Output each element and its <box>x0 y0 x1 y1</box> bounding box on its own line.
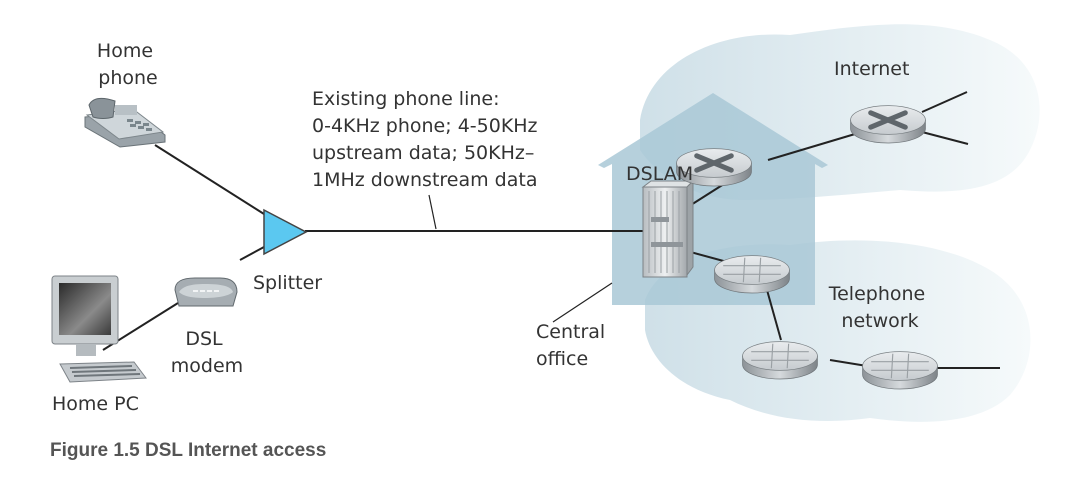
central-office-label: Central office <box>536 321 611 370</box>
central-office-label-pointer <box>552 282 613 323</box>
dslam-label: DSLAM <box>626 163 693 185</box>
telephone-switch-link-1 <box>766 289 782 341</box>
dsl-modem-icon <box>174 277 238 307</box>
figure-caption: Figure 1.5 DSL Internet access <box>50 440 327 461</box>
home-phone-icon <box>84 97 166 148</box>
phone-line-label-pointer <box>428 194 437 230</box>
internet-outbound-line-1 <box>921 91 968 113</box>
home-pc-label: Home PC <box>52 393 139 415</box>
dsl-modem-label: DSL modem <box>171 328 243 377</box>
internet-router-link <box>767 133 856 161</box>
home-pc-icon <box>51 275 147 383</box>
splitter-label: Splitter <box>253 272 322 294</box>
telephone-switch-icon-2 <box>861 351 939 390</box>
internet-label: Internet <box>834 58 909 80</box>
dslam-icon <box>641 179 695 278</box>
telephone-switch-link-2 <box>829 359 868 367</box>
splitter-icon <box>263 208 308 256</box>
phone-to-splitter-line <box>154 144 265 215</box>
home-phone-label: Home phone <box>97 40 159 89</box>
central-office-telephone-switch-icon <box>713 255 791 294</box>
phone-line-label: Existing phone line: 0-4KHz phone; 4-50K… <box>312 88 544 191</box>
telephone-switch-icon-1 <box>741 341 819 380</box>
internet-outbound-line-2 <box>921 131 969 145</box>
internet-router-icon <box>851 106 926 143</box>
splitter-to-modem-line <box>239 246 265 261</box>
telephone-network-label: Telephone network <box>828 283 932 332</box>
